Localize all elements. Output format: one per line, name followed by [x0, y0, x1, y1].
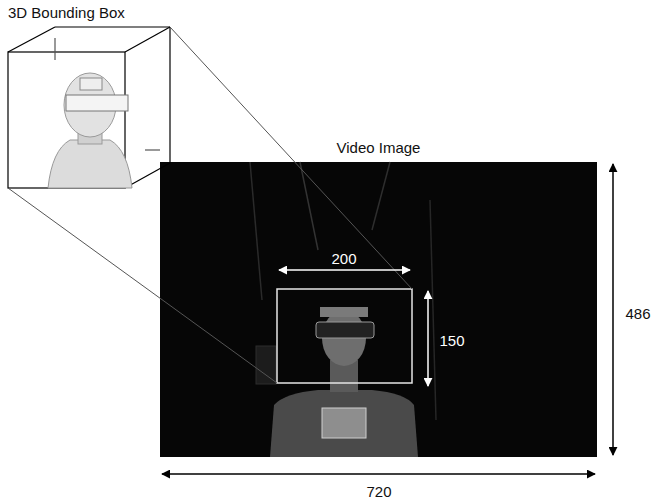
leader-line	[170, 27, 412, 289]
image-bounding-box	[277, 289, 412, 383]
dimension-arrow	[427, 291, 429, 386]
cube-drawing	[8, 27, 170, 188]
scene	[250, 162, 436, 457]
dimension-arrow	[162, 473, 595, 475]
dimension-label: 720	[366, 484, 391, 499]
dimension-arrow	[279, 269, 410, 271]
dimension-label: 200	[331, 251, 356, 266]
dimension-label: 486	[625, 306, 650, 321]
dimension-arrow	[612, 164, 614, 455]
figure-heading: Video Image	[337, 139, 421, 156]
video-frame	[160, 162, 597, 457]
dimension-label: 150	[439, 333, 464, 348]
bounding-box-3d: 3D Bounding Box	[8, 27, 170, 188]
head-model	[48, 73, 132, 188]
video-image: Video Image	[160, 162, 597, 457]
leader-line	[8, 188, 277, 383]
figure-heading: 3D Bounding Box	[8, 4, 125, 21]
